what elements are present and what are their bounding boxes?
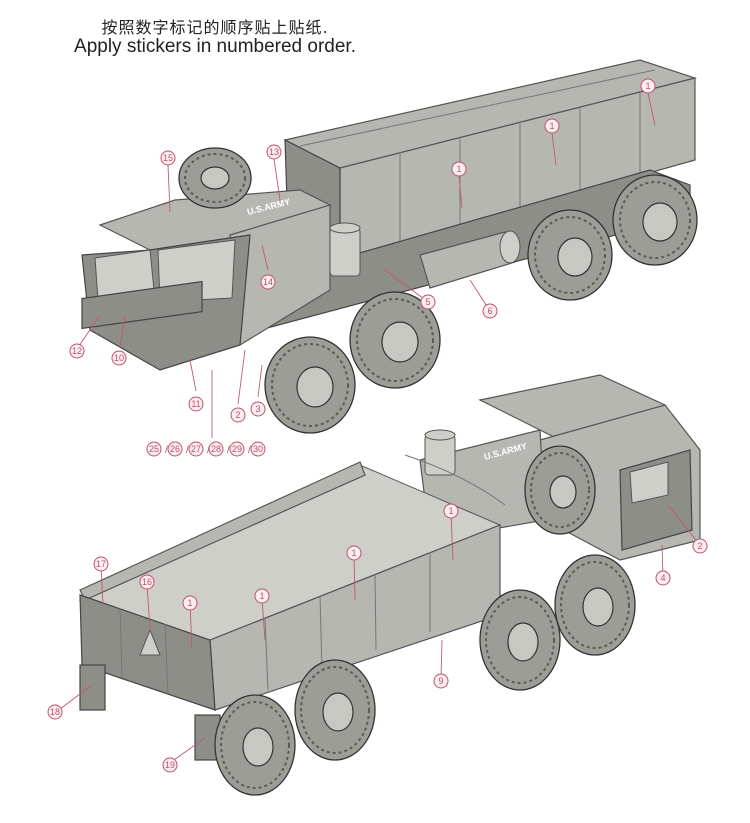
marker-1-bottom-rear: 1 <box>254 588 270 604</box>
svg-text:13: 13 <box>269 147 279 157</box>
truck-top: U.S.ARMY <box>81 59 698 434</box>
marker-26: 26 <box>167 441 183 457</box>
marker-19: 19 <box>162 757 178 773</box>
wheel-rear-2-bottom <box>294 659 376 761</box>
svg-text:12: 12 <box>72 346 82 356</box>
marker-28: 28 <box>208 441 224 457</box>
svg-text:1: 1 <box>456 164 461 174</box>
svg-text:1: 1 <box>187 598 192 608</box>
slash-separator: / <box>186 445 189 456</box>
wheel-front-1-bottom <box>479 589 561 691</box>
marker-1-bed-middle: 1 <box>544 118 560 134</box>
svg-text:27: 27 <box>191 444 201 454</box>
svg-text:15: 15 <box>163 153 173 163</box>
svg-text:4: 4 <box>660 573 665 583</box>
cargo-bed-ribs-bottom <box>119 552 431 695</box>
marker-11: 11 <box>188 396 204 412</box>
fuel-tank-top <box>419 230 521 289</box>
svg-text:1: 1 <box>448 506 453 516</box>
svg-text:25: 25 <box>149 444 159 454</box>
marker-1-bed-front: 1 <box>451 161 467 177</box>
warning-triangle-bottom <box>139 628 161 656</box>
marker-5: 5 <box>420 294 436 310</box>
marker-2-bottom: 2 <box>692 538 708 554</box>
svg-text:11: 11 <box>191 399 200 409</box>
svg-text:28: 28 <box>211 444 221 454</box>
svg-text:18: 18 <box>50 707 60 717</box>
slash-separator: / <box>227 445 230 456</box>
wheel-rear-1-bottom <box>214 694 296 796</box>
marker-16: 16 <box>139 574 155 590</box>
marker-2-top: 2 <box>230 407 246 423</box>
svg-text:17: 17 <box>96 559 106 569</box>
marker-25: 25 <box>146 441 162 457</box>
marker-17: 17 <box>93 556 109 572</box>
svg-text:6: 6 <box>487 306 492 316</box>
wheel-rear-1-top <box>527 209 613 301</box>
marker-3: 3 <box>250 401 266 417</box>
marker-18: 18 <box>47 704 63 720</box>
svg-text:9: 9 <box>438 676 443 686</box>
svg-text:1: 1 <box>351 548 356 558</box>
marker-29: 29 <box>229 441 245 457</box>
air-cleaner-top <box>329 222 361 277</box>
marker-series-25-30: 25 / 26 / 27 / 28 / 29 / 30 <box>146 441 266 457</box>
marker-15: 15 <box>160 150 176 166</box>
marker-27: 27 <box>188 441 204 457</box>
instruction-english: Apply stickers in numbered order. <box>74 36 356 57</box>
slash-separator: / <box>207 445 210 456</box>
svg-text:26: 26 <box>170 444 180 454</box>
wheel-front-2-bottom <box>554 554 636 656</box>
slash-separator: / <box>165 445 168 456</box>
wheel-rear-2-top <box>612 174 698 266</box>
truck-bottom: U.S.ARMY <box>78 374 701 796</box>
svg-text:16: 16 <box>142 577 152 587</box>
svg-text:30: 30 <box>253 444 263 454</box>
svg-text:5: 5 <box>425 297 430 307</box>
mud-flap-left <box>79 664 106 711</box>
bumper-top <box>81 280 203 330</box>
svg-text:19: 19 <box>165 760 175 770</box>
svg-text:2: 2 <box>235 410 240 420</box>
marker-1-bed-rear: 1 <box>640 78 656 94</box>
svg-text:1: 1 <box>645 81 650 91</box>
svg-text:14: 14 <box>263 277 273 287</box>
svg-text:1: 1 <box>259 591 264 601</box>
svg-text:2: 2 <box>697 541 702 551</box>
marker-4: 4 <box>655 570 671 586</box>
marker-1-bottom-tail: 1 <box>182 595 198 611</box>
svg-text:29: 29 <box>232 444 242 454</box>
svg-text:3: 3 <box>255 404 260 414</box>
svg-text:10: 10 <box>114 353 124 363</box>
marker-6: 6 <box>482 303 498 319</box>
instruction-chinese: 按照数字标记的顺序贴上贴纸. <box>101 18 329 37</box>
marker-10: 10 <box>111 350 127 366</box>
spare-wheel-bottom <box>524 445 596 535</box>
marker-12: 12 <box>69 343 85 359</box>
cab-window-bottom <box>629 461 669 504</box>
spare-wheel-top <box>178 147 252 209</box>
leader-lines <box>55 92 701 763</box>
slash-separator: / <box>248 445 251 456</box>
svg-text:1: 1 <box>549 121 554 131</box>
wheel-front-1-top <box>264 336 356 434</box>
marker-14: 14 <box>260 274 276 290</box>
marker-1-bottom-middle: 1 <box>346 545 362 561</box>
wheel-front-2-top <box>349 291 441 389</box>
marker-1-bottom-front: 1 <box>443 503 459 519</box>
marker-13: 13 <box>266 144 282 160</box>
marker-30: 30 <box>250 441 266 457</box>
marker-9: 9 <box>433 673 449 689</box>
